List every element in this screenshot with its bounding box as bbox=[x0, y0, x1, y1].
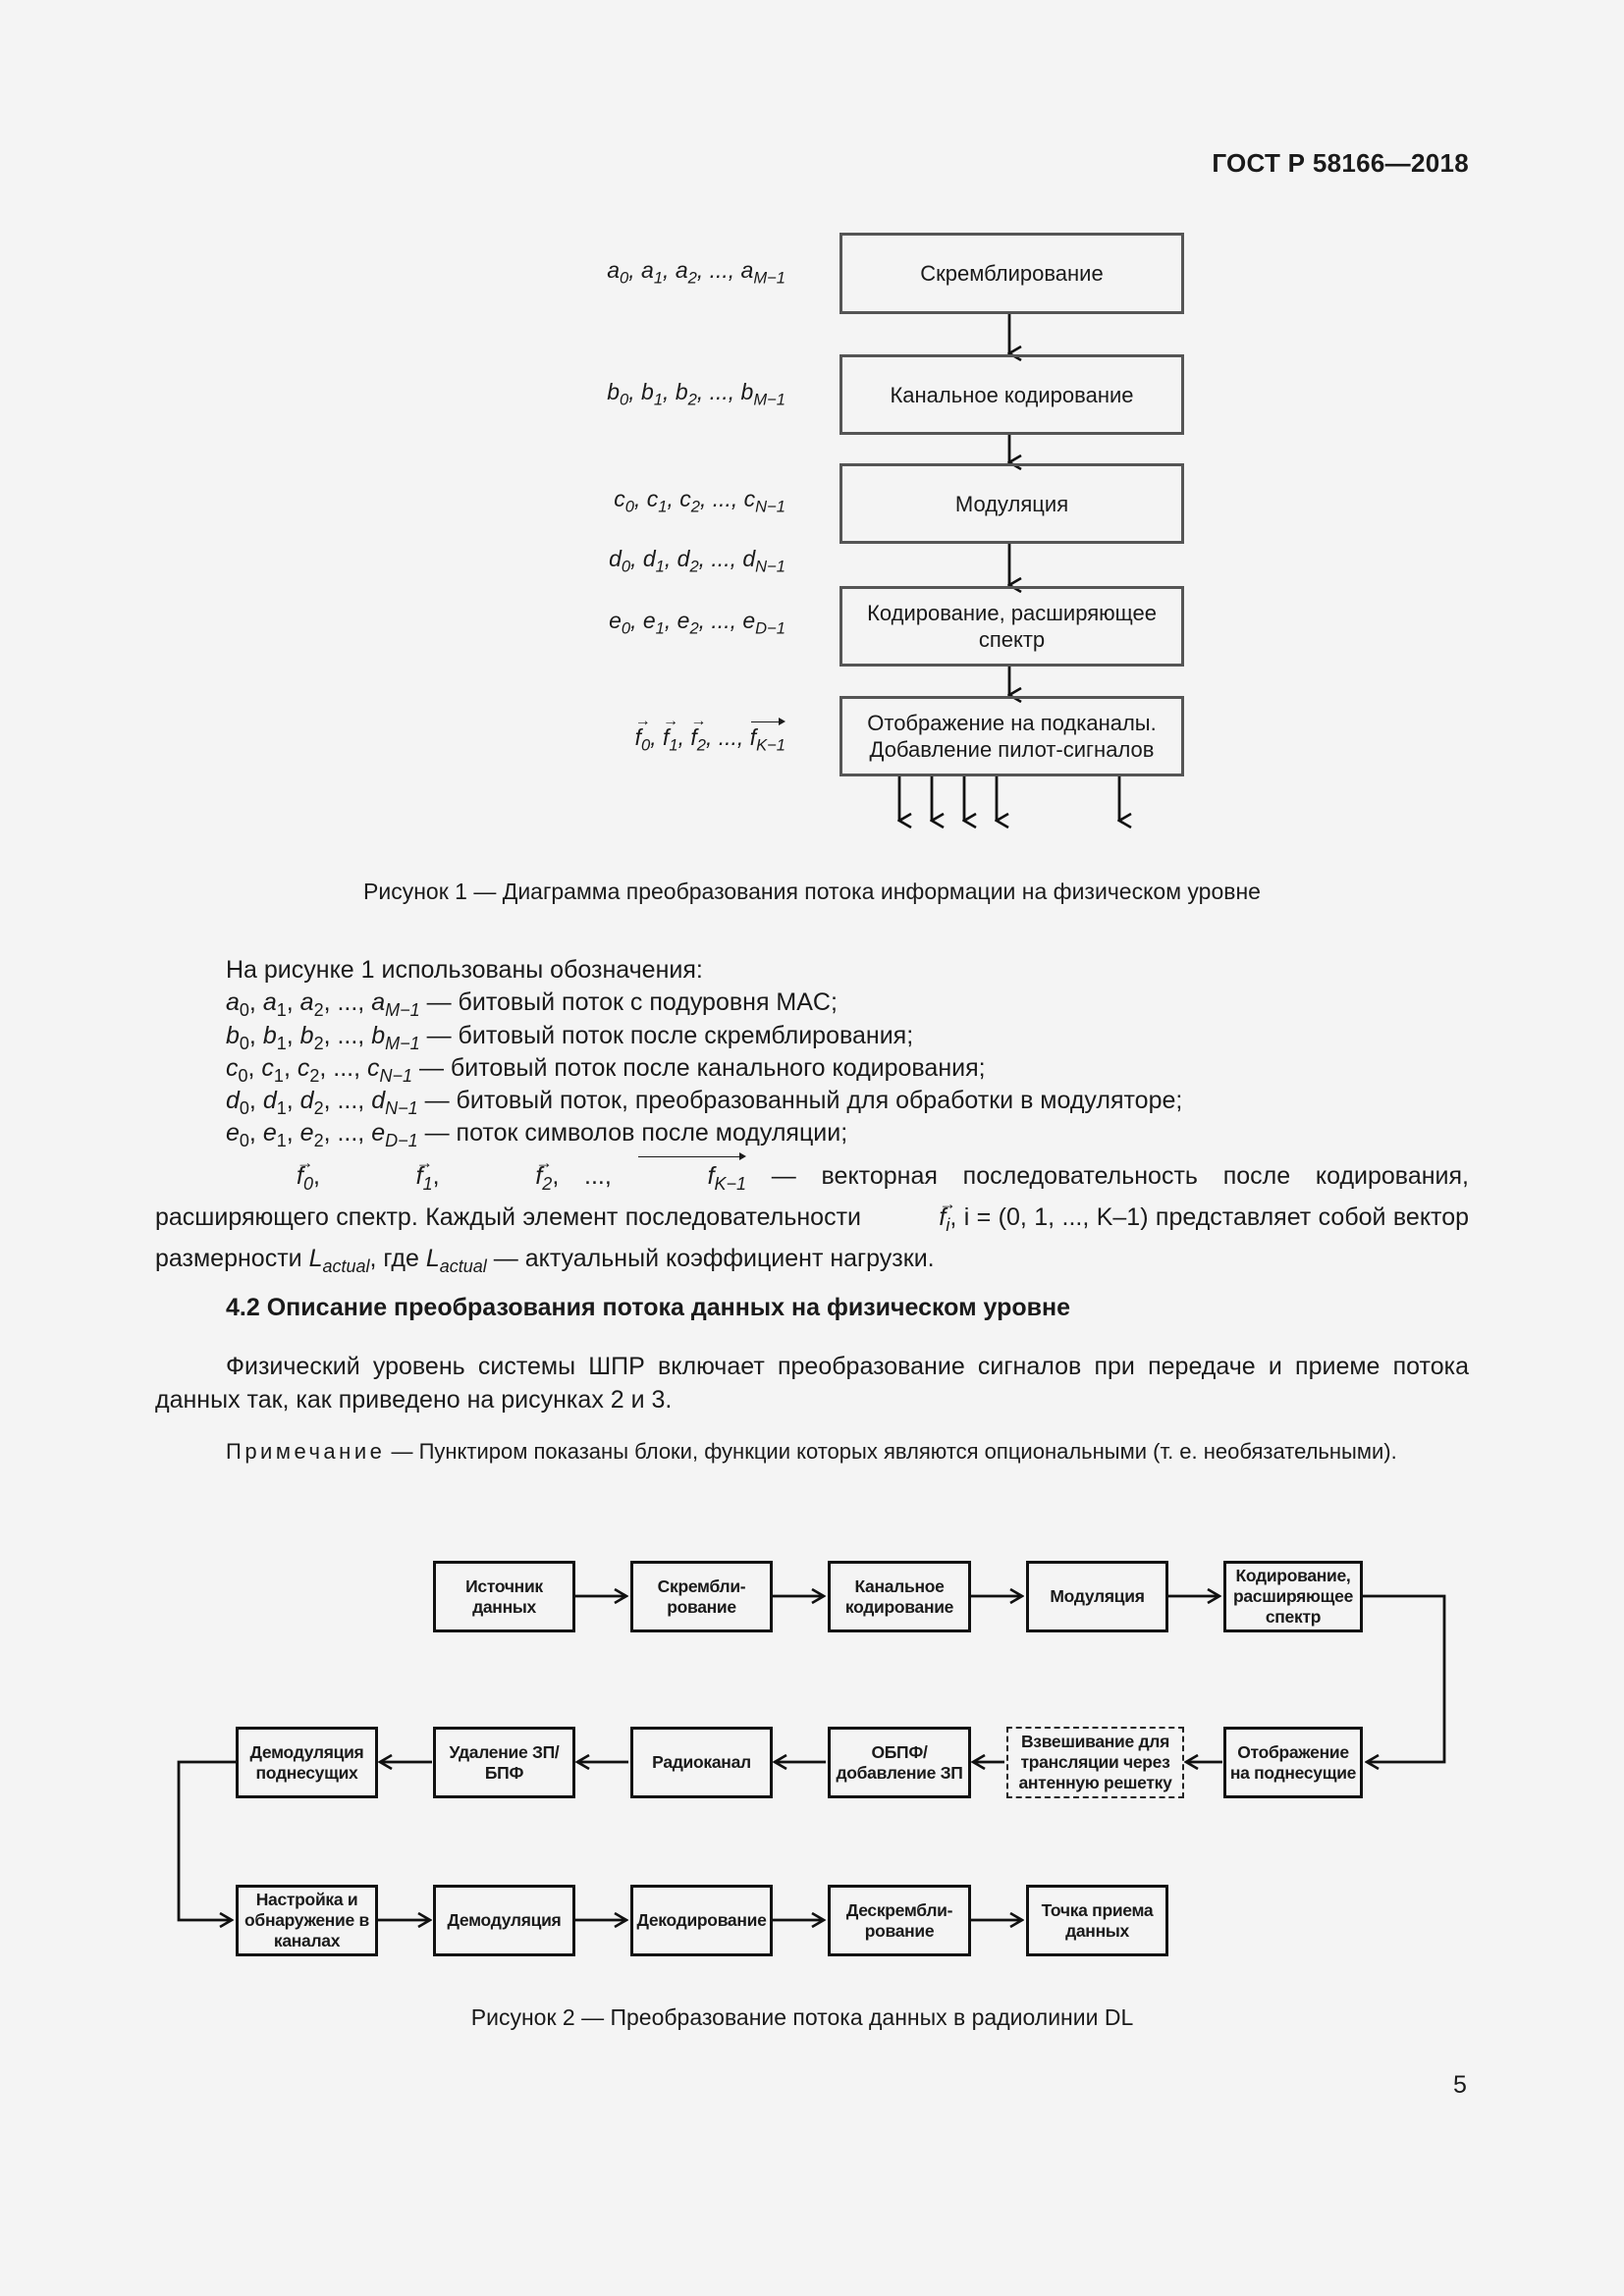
legend-a: a0, a1, a2, ..., aM−1 — битовый поток с … bbox=[226, 988, 838, 1020]
fig2-demodulation: Демодуляция bbox=[433, 1885, 575, 1956]
section-paragraph: Физический уровень системы ШПР включает … bbox=[155, 1353, 1469, 1414]
block-spread-coding: Кодирование, расширяющее спектр bbox=[839, 586, 1184, 667]
fig2-subcarrier-mapping: Отображение на поднесущие bbox=[1223, 1727, 1363, 1798]
section-heading: 4.2 Описание преобразования потока данны… bbox=[226, 1294, 1071, 1321]
legend-d: d0, d1, d2, ..., dN−1 — битовый поток, п… bbox=[226, 1087, 1183, 1118]
fig2-cp-fft-removal: Удаление ЗП/БПФ bbox=[433, 1727, 575, 1798]
fig2-ifft-cp-add: ОБПФ/ добавление ЗП bbox=[828, 1727, 971, 1798]
fig2-antenna-weighting: Взвешивание для трансляции через антенну… bbox=[1006, 1727, 1184, 1798]
fig2-modulation: Модуляция bbox=[1026, 1561, 1168, 1632]
note-text: — Пунктиром показаны блоки, функции кото… bbox=[385, 1439, 1397, 1464]
page-number: 5 bbox=[1453, 2071, 1467, 2099]
legend-f: f0, f1, f2, ..., fK−1 — векторная послед… bbox=[155, 1146, 1469, 1282]
seq-c: c0, c1, c2, ..., cN−1 bbox=[614, 486, 785, 516]
block-spread-coding-label: Кодирование, расширяющее спектр bbox=[867, 601, 1157, 652]
legend-c: c0, c1, c2, ..., cN−1 — битовый поток по… bbox=[226, 1054, 986, 1086]
figure1-caption: Рисунок 1 — Диаграмма преобразования пот… bbox=[363, 879, 1261, 904]
section-note: Примечание — Пунктиром показаны блоки, ф… bbox=[155, 1436, 1469, 1467]
block-scrambling: Скремблирование bbox=[839, 233, 1184, 314]
block-scrambling-label: Скремблирование bbox=[920, 261, 1104, 286]
legend-intro: На рисунке 1 использованы обозначения: bbox=[226, 956, 703, 984]
legend-b: b0, b1, b2, ..., bM−1 — битовый поток по… bbox=[226, 1022, 914, 1053]
fig2-data-sink: Точка приема данных bbox=[1026, 1885, 1168, 1956]
block-subchannel-mapping-label: Отображение на подканалы. Добавление пил… bbox=[867, 711, 1157, 762]
block-modulation-label: Модуляция bbox=[954, 491, 1069, 516]
fig2-radio-channel: Радиоканал bbox=[630, 1727, 773, 1798]
fig2-subcarrier-demodulation: Демодуляция поднесущих bbox=[236, 1727, 378, 1798]
figure2-caption: Рисунок 2 — Преобразование потока данных… bbox=[470, 2004, 1134, 2030]
fig2-scrambling: Скрембли-рование bbox=[630, 1561, 773, 1632]
seq-b: b0, b1, b2, ..., bM−1 bbox=[607, 379, 785, 409]
block-channel-coding: Канальное кодирование bbox=[839, 354, 1184, 435]
fig2-decoding: Декодирование bbox=[630, 1885, 773, 1956]
block-modulation: Модуляция bbox=[839, 463, 1184, 544]
fig2-descrambling: Дескрембли-рование bbox=[828, 1885, 971, 1956]
fig2-channel-sync-detection: Настройка и обнаружение в каналах bbox=[236, 1885, 378, 1956]
legend-e: e0, e1, e2, ..., eD−1 — поток символов п… bbox=[226, 1119, 848, 1150]
seq-e: e0, e1, e2, ..., eD−1 bbox=[609, 608, 785, 638]
fig2-spread-coding: Кодирование, расширяющее спектр bbox=[1223, 1561, 1363, 1632]
seq-a: a0, a1, a2, ..., aM−1 bbox=[607, 257, 785, 288]
block-channel-coding-label: Канальное кодирование bbox=[890, 382, 1134, 407]
fig2-data-source: Источник данных bbox=[433, 1561, 575, 1632]
document-id: ГОСТ Р 58166—2018 bbox=[1212, 148, 1469, 178]
block-subchannel-mapping: Отображение на подканалы. Добавление пил… bbox=[839, 696, 1184, 776]
fig2-channel-coding: Канальное кодирование bbox=[828, 1561, 971, 1632]
note-label: Примечание bbox=[226, 1439, 386, 1464]
seq-f: f0, f1, f2, ..., fK−1 bbox=[412, 712, 786, 755]
seq-d: d0, d1, d2, ..., dN−1 bbox=[609, 546, 785, 576]
